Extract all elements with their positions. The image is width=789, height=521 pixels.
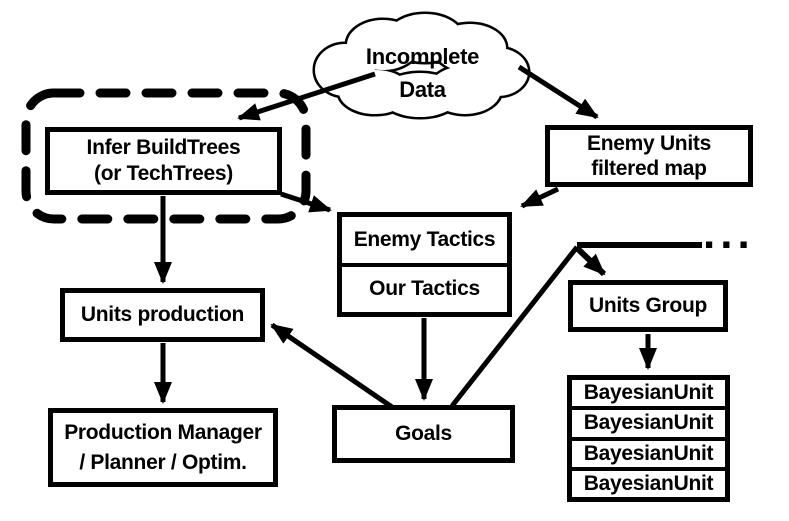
enemy-tactics-node: Enemy Tactics xyxy=(353,227,496,251)
infer-buildtrees-line2: (or TechTrees) xyxy=(94,162,233,185)
bayesian-unit-row: BayesianUnit xyxy=(583,381,714,405)
bayesian-unit-row: BayesianUnit xyxy=(572,436,725,467)
infer-buildtrees-node: Infer BuildTrees (or TechTrees) xyxy=(45,127,282,195)
edge-goals-to-units-production xyxy=(270,322,394,410)
dashed-group-box xyxy=(21,88,311,224)
production-manager-line2: / Planner / Optim. xyxy=(79,450,247,474)
enemy-units-line1: Enemy Units xyxy=(587,132,711,155)
cloud-shape xyxy=(312,11,531,120)
edge-goals-to-branch-point xyxy=(450,245,579,408)
goals-node: Goals xyxy=(332,405,515,463)
bayesian-unit-row: BayesianUnit xyxy=(572,466,725,497)
production-manager-node: Production Manager / Planner / Optim. xyxy=(48,408,278,487)
units-group-node: Units Group xyxy=(568,280,728,332)
edge-branch-to-units-group xyxy=(575,246,607,277)
bayesian-unit-row: BayesianUnit xyxy=(572,406,725,436)
units-production-node: Units production xyxy=(60,288,265,342)
our-tactics-node: Our Tactics xyxy=(342,262,507,313)
tactics-stack-node: Enemy Tactics Our Tactics xyxy=(337,212,512,317)
more-units-groups-ellipsis-icon: ... xyxy=(703,209,755,258)
production-manager-line1: Production Manager xyxy=(64,420,262,444)
cloud-label-line1: Incomplete xyxy=(365,44,480,69)
edge-enemy-units-to-enemy-tactics xyxy=(520,186,560,209)
incomplete-data-cloud: Incomplete Data xyxy=(320,40,525,106)
enemy-units-line2: filtered map xyxy=(591,157,707,180)
edge-cloud-to-infer xyxy=(237,71,376,121)
cloud-label-line2: Data xyxy=(399,77,446,102)
edge-dashedgroup-to-enemy-tactics xyxy=(280,191,332,213)
edge-cloud-to-enemy-units xyxy=(517,64,599,120)
bayesian-unit-stack: BayesianUnit BayesianUnit BayesianUnit B… xyxy=(567,375,730,502)
infer-buildtrees-line1: Infer BuildTrees xyxy=(86,136,241,159)
enemy-units-filtered-map-node: Enemy Units filtered map xyxy=(545,125,753,187)
